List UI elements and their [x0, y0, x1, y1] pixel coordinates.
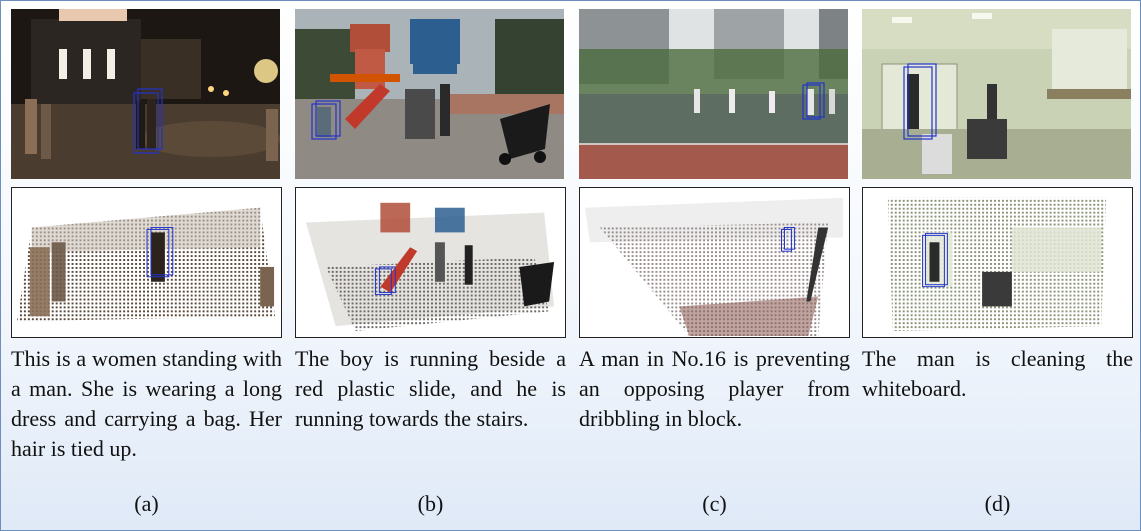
point-cloud-d — [862, 187, 1133, 338]
caption-a: This is a women standing with a man. She… — [11, 346, 282, 461]
point-cloud-a — [11, 187, 282, 338]
point-cloud-c — [579, 187, 850, 338]
label-d: (d) — [984, 491, 1011, 516]
playground-photo — [295, 9, 564, 179]
night-plaza-photo — [11, 9, 280, 179]
basketball-court-photo — [579, 9, 848, 179]
label-b: (b) — [417, 491, 444, 516]
caption-b: The boy is running beside a red plastic … — [295, 346, 566, 431]
label-a: (a) — [134, 491, 159, 516]
label-c: (c) — [702, 491, 727, 516]
meeting-room-photo — [862, 9, 1131, 179]
caption-c: A man in No.16 is preventing an opposing… — [579, 346, 850, 431]
point-cloud-b — [295, 187, 566, 338]
caption-d: The man is cleaning the whiteboard. — [862, 346, 1133, 401]
